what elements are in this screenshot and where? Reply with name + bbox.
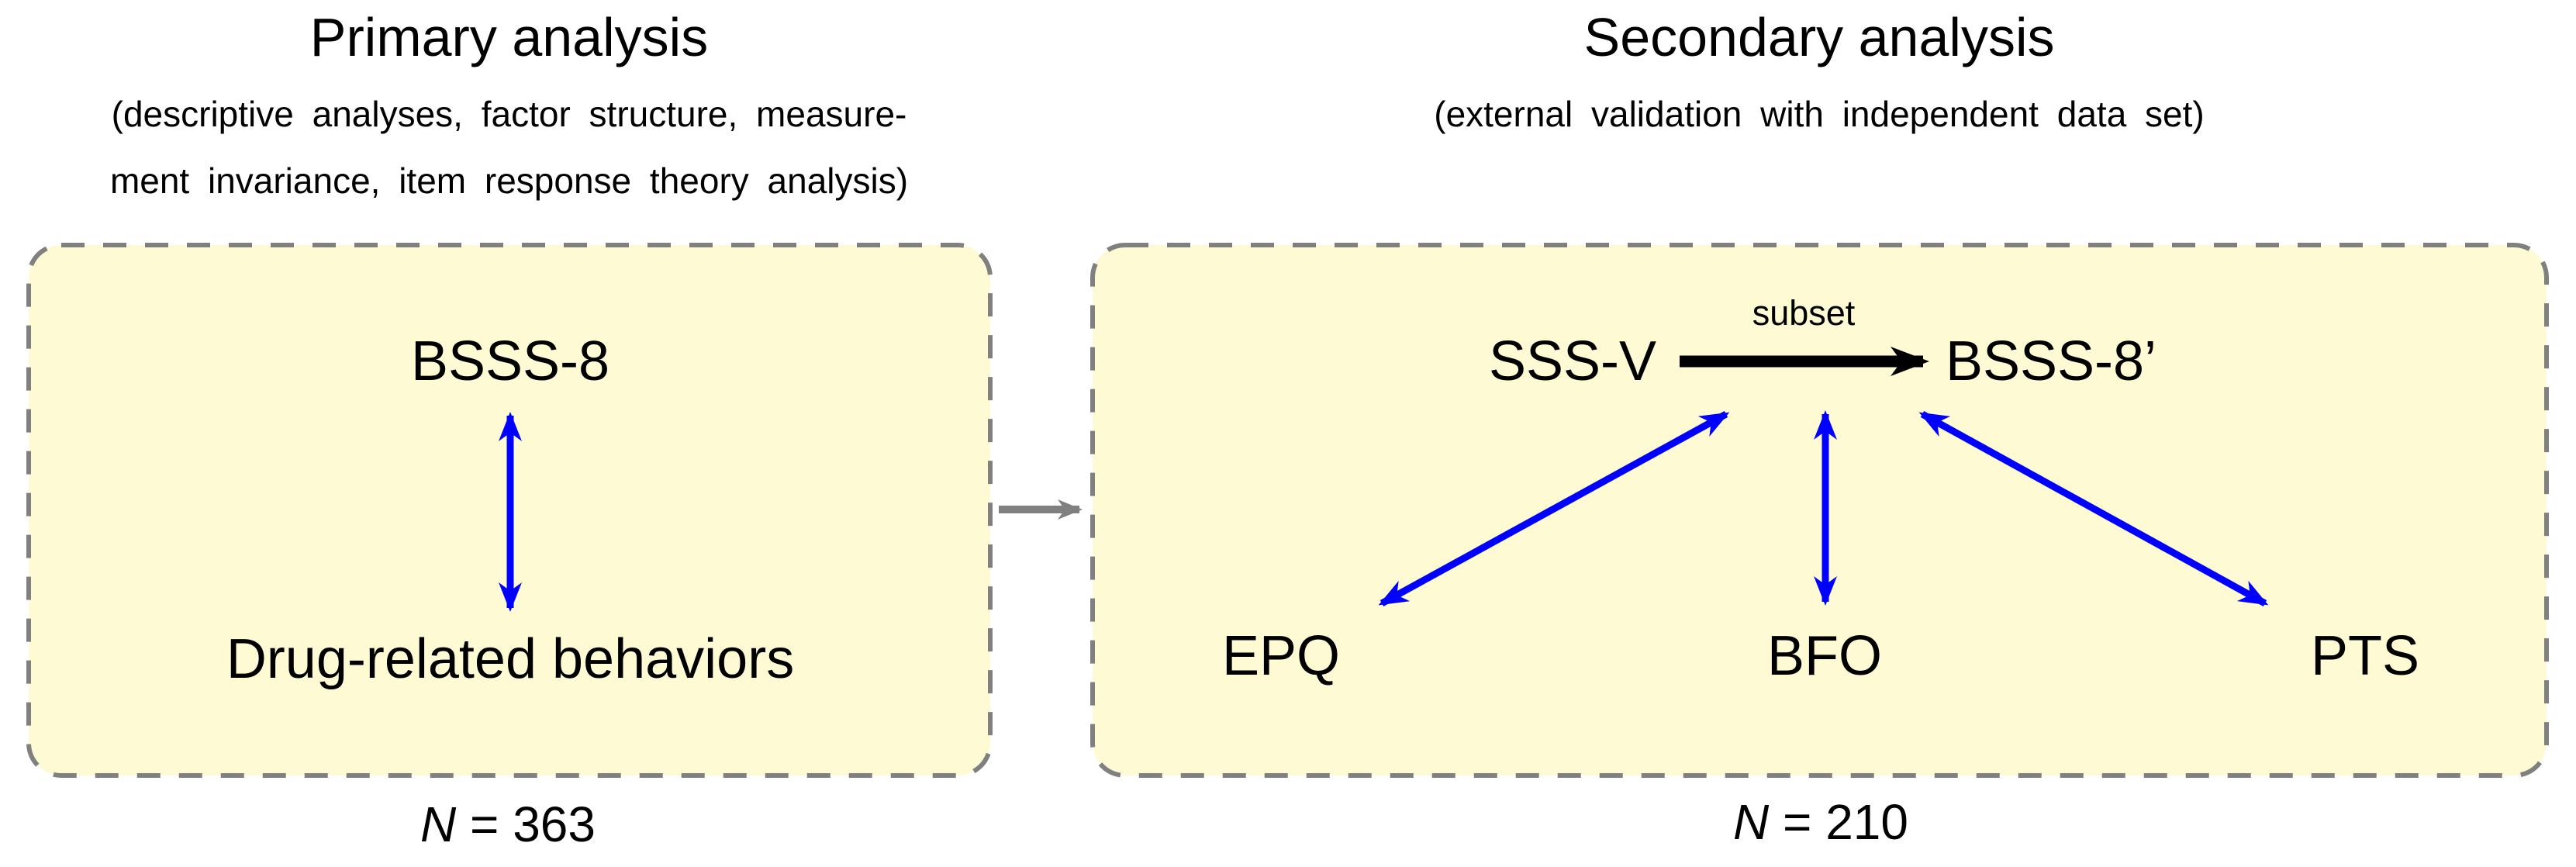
node-bsss8: BSSS-8: [410, 330, 610, 392]
bidirectional-arrow-epq: [1378, 411, 1730, 606]
primary-header: Primary analysis (descriptive analyses, …: [26, 5, 993, 214]
bidirectional-arrow-pts: [1918, 411, 2269, 606]
secondary-title: Secondary analysis: [1583, 7, 2055, 67]
subset-arrow-label: subset: [1752, 293, 1856, 333]
node-epq: EPQ: [1221, 625, 1341, 687]
node-sss-v: SSS-V: [1488, 330, 1657, 392]
primary-subtitle-line1: (descriptive analyses, factor structure,…: [111, 94, 907, 134]
sample-size-primary-symbol: N: [420, 796, 457, 852]
sample-size-secondary-value: = 210: [1783, 794, 1908, 850]
node-drug-related-behaviors: Drug-related behaviors: [226, 628, 795, 690]
secondary-subtitle: (external validation with independent da…: [1434, 94, 2205, 134]
sample-size-secondary-symbol: N: [1733, 794, 1770, 850]
sample-size-primary-value: = 363: [470, 796, 596, 852]
sample-size-secondary: N = 210: [1733, 793, 1908, 851]
node-pts: PTS: [2310, 625, 2420, 687]
node-bfo: BFO: [1766, 625, 1883, 687]
primary-title: Primary analysis: [309, 7, 709, 67]
primary-subtitle: (descriptive analyses, factor structure,…: [26, 81, 993, 214]
sample-size-primary: N = 363: [420, 796, 596, 853]
node-bsss8-prime: BSSS-8’: [1945, 330, 2157, 392]
secondary-header: Secondary analysis (external validation …: [1089, 5, 2549, 147]
primary-subtitle-line2: ment invariance, item response theory an…: [109, 161, 909, 201]
